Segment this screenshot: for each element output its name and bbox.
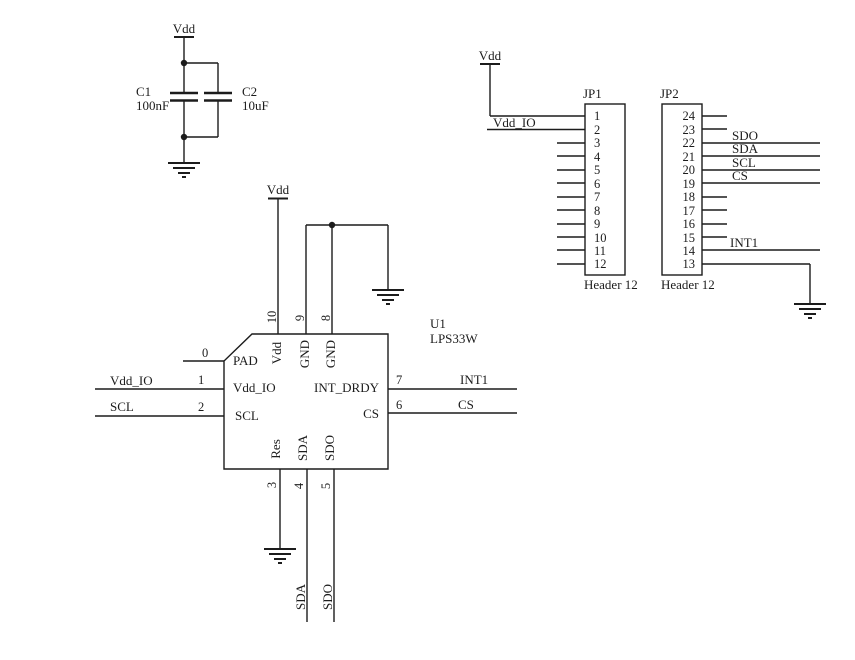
pin-number-8: 8 [319, 315, 333, 321]
jp2-pin-number: 19 [683, 177, 696, 191]
jp2-section: JP2 Header 12 SDO SDA SCL CS INT1 24 23 … [660, 86, 827, 319]
ic-ref: U1 [430, 316, 446, 331]
jp1-ref: JP1 [583, 86, 602, 101]
c2-value: 10uF [242, 98, 269, 113]
net-label-cs: CS [458, 397, 474, 412]
net-label-vdd-io: Vdd_IO [110, 373, 153, 388]
jp2-part: Header 12 [661, 277, 715, 292]
jp1-pin-number: 11 [594, 244, 606, 258]
net-label-vdd-io: Vdd_IO [493, 115, 536, 130]
jp2-pin-number: 17 [683, 204, 696, 218]
ic-pin-name-scl: SCL [235, 408, 259, 423]
jp2-pin-number: 22 [683, 136, 696, 150]
ic-pin-name-gnd9: GND [297, 340, 312, 368]
ground-symbol [371, 289, 405, 305]
vdd-power-label: Vdd [173, 21, 196, 36]
jp1-pin-number: 1 [594, 109, 600, 123]
capacitor-c1-icon [170, 91, 198, 102]
jp2-ref: JP2 [660, 86, 679, 101]
pin-number-4: 4 [292, 482, 306, 489]
jp2-pin-number: 13 [683, 257, 696, 271]
ic-pin-name-vdd: Vdd [269, 341, 284, 364]
net-label-scl: SCL [732, 155, 756, 170]
decoupling-section: Vdd C1 100nF C2 10uF [136, 21, 269, 178]
jp1-body [584, 103, 626, 276]
ic-pin-name-sdo: SDO [322, 435, 337, 461]
net-label-int1: INT1 [460, 372, 488, 387]
jp2-pin-number: 21 [683, 150, 696, 164]
ic-section: Vdd 10 9 8 Vdd GND GND 0 PAD 1 Vdd_IO Vd… [95, 182, 517, 622]
jp2-pin-number: 14 [683, 244, 696, 258]
pin-number-2: 2 [198, 400, 204, 414]
jp2-pin-number: 15 [683, 231, 696, 245]
ic-part: LPS33W [430, 331, 478, 346]
jp1-pin-number: 9 [594, 217, 600, 231]
ic-pin-name-int-drdy: INT_DRDY [314, 380, 380, 395]
pin-number-6: 6 [396, 398, 402, 412]
jp2-pin-number: 24 [683, 109, 696, 123]
c1-value: 100nF [136, 98, 169, 113]
net-label-sda: SDA [732, 141, 759, 156]
ic-pin-name-cs: CS [363, 406, 379, 421]
pin-number-5: 5 [319, 483, 333, 489]
capacitor-c2-icon [204, 91, 232, 102]
pin-number-0: 0 [202, 346, 208, 360]
jp2-body [661, 103, 703, 276]
vdd-power-label: Vdd [267, 182, 290, 197]
ic-pin-name-pad: PAD [233, 353, 258, 368]
vdd-power-label: Vdd [479, 48, 502, 63]
pin-number-3: 3 [265, 482, 279, 488]
jp1-pin-number: 6 [594, 177, 600, 191]
pin-number-10: 10 [265, 311, 279, 324]
ground-symbol [263, 548, 297, 564]
pin-number-9: 9 [293, 315, 307, 321]
pin-number-1: 1 [198, 373, 204, 387]
net-label-int1: INT1 [730, 235, 758, 250]
jp2-pin-number: 23 [683, 123, 696, 137]
pin-number-7: 7 [396, 373, 402, 387]
ground-symbol [167, 162, 201, 178]
ic-pin-name-res: Res [268, 439, 283, 459]
jp1-pin-number: 10 [594, 231, 607, 245]
ic-body [223, 333, 389, 470]
net-label-sdo: SDO [732, 128, 758, 143]
jp1-pin-number: 4 [594, 150, 601, 164]
c1-ref: C1 [136, 84, 151, 99]
jp1-pin-number: 8 [594, 204, 600, 218]
net-label-sdo: SDO [320, 584, 335, 610]
ic-pin-name-gnd8: GND [323, 340, 338, 368]
ic-pin-name-sda: SDA [295, 434, 310, 461]
net-label-sda: SDA [293, 583, 308, 610]
ground-symbol [793, 303, 827, 319]
jp2-pin-number: 18 [683, 190, 696, 204]
jp1-part: Header 12 [584, 277, 638, 292]
junction-dot [328, 221, 336, 229]
net-label-scl: SCL [110, 399, 134, 414]
jp1-pin-number: 12 [594, 257, 607, 271]
jp1-pin-number: 3 [594, 136, 600, 150]
jp2-pin-number: 20 [683, 163, 696, 177]
jp1-section: Vdd Vdd_IO JP1 Header 12 1 2 3 4 5 6 7 8… [479, 48, 638, 292]
jp1-pin-number: 2 [594, 123, 600, 137]
jp2-pin-number: 16 [683, 217, 696, 231]
jp1-pin-number: 5 [594, 163, 600, 177]
c2-ref: C2 [242, 84, 257, 99]
net-label-cs: CS [732, 168, 748, 183]
jp1-pin-number: 7 [594, 190, 600, 204]
ic-pin-name-vdd-io: Vdd_IO [233, 380, 276, 395]
